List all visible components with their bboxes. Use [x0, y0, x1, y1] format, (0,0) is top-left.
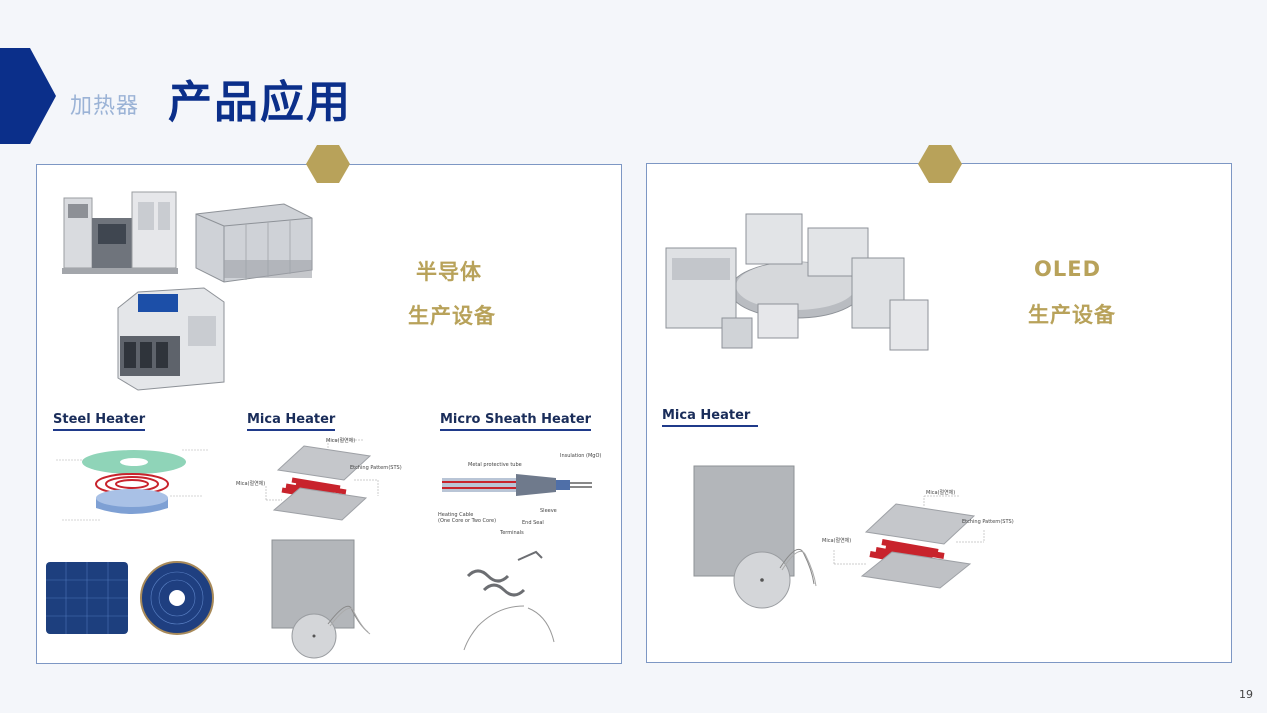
hexagon-marker-icon [306, 145, 350, 183]
sheath-cable-label: Heating Cable [438, 512, 474, 518]
header-subtitle: 加热器 [70, 94, 140, 119]
micro-sheath-heater-heading: Micro Sheath Heater [440, 412, 592, 431]
etching-label: Etching Pattern(STS) [350, 465, 402, 471]
page-title: 产品应用 [168, 77, 352, 128]
oled-mica-heater-heading: Mica Heater [662, 408, 759, 427]
sheath-terminals-label: Terminals [500, 530, 524, 536]
oled-mica-top-label: Mica(절연체) [926, 490, 956, 496]
sheath-endseal-label: End Seal [522, 520, 544, 526]
hexagon-marker-icon [918, 145, 962, 183]
steel-heater-diagram-icon [56, 449, 208, 521]
mica-top-label: Mica(절연체) [326, 438, 356, 444]
oled-label: OLED [1034, 257, 1102, 281]
header-tab-shape [0, 48, 56, 144]
application-label-line2: 生产设备 [408, 304, 496, 328]
oled-production-label: 生产设备 [1028, 303, 1116, 327]
steel-heater-plate-image [46, 562, 128, 634]
application-label-line1: 半导体 [416, 260, 482, 284]
mica-heater-plate-image [271, 539, 371, 659]
oled-etching-label: Etching Pattern(STS) [962, 519, 1014, 525]
semiconductor-tool-image [117, 287, 225, 391]
steel-heater-disc-image [140, 561, 214, 635]
mica-heater-heading: Mica Heater [247, 412, 336, 431]
sheath-heater-diagram-icon [442, 474, 592, 496]
sheath-sleeve-label: Sleeve [540, 508, 557, 514]
cleanroom-enclosure-image [195, 203, 313, 283]
semiconductor-machine-image [62, 191, 178, 274]
mica-heater-diagram-icon [265, 439, 379, 521]
sheath-insulation-label: Insulation (MgO) [560, 453, 602, 459]
oled-mica-heater-diagram-icon [833, 495, 985, 589]
sheath-tube-label: Metal protective tube [468, 462, 522, 468]
mica-left-label: Mica(절연체) [236, 481, 266, 487]
oled-cluster-equipment-image [665, 213, 929, 351]
sheath-cable-sub-label: (One Core or Two Core) [438, 518, 497, 524]
oled-mica-left-label: Mica(절연체) [822, 538, 852, 544]
steel-heater-heading: Steel Heater [53, 412, 146, 431]
oled-mica-heater-plate-image [693, 465, 817, 609]
sheath-heater-coil-image [463, 550, 555, 651]
page-number: 19 [1239, 688, 1253, 701]
